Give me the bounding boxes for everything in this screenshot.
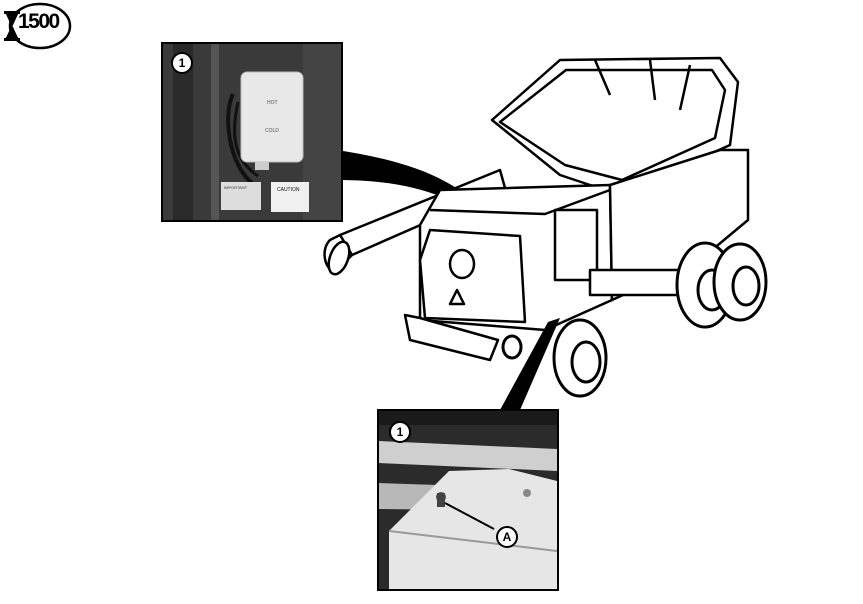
callout-1: 1 xyxy=(171,52,193,74)
caution-label: CAUTION xyxy=(277,187,300,193)
model-badge: 1500 xyxy=(0,0,72,52)
tank-label-cold: COLD xyxy=(265,128,279,134)
pointer-label-a: A xyxy=(496,526,518,548)
inset-photo-drain-valve: 1 A xyxy=(377,409,559,591)
model-number: 1500 xyxy=(18,10,60,33)
tank-label-hot: HOT xyxy=(267,100,278,106)
arrow-pointer-icon xyxy=(500,318,560,410)
badge-outline xyxy=(4,2,72,50)
arrow-pointer-icon xyxy=(337,150,512,250)
hourglass-icon xyxy=(4,11,20,41)
callout-1: 1 xyxy=(389,421,411,443)
inset-photo-coolant-tank: HOT COLD IMPORTANT CAUTION 1 xyxy=(161,42,343,222)
notice-label: IMPORTANT xyxy=(224,185,248,190)
